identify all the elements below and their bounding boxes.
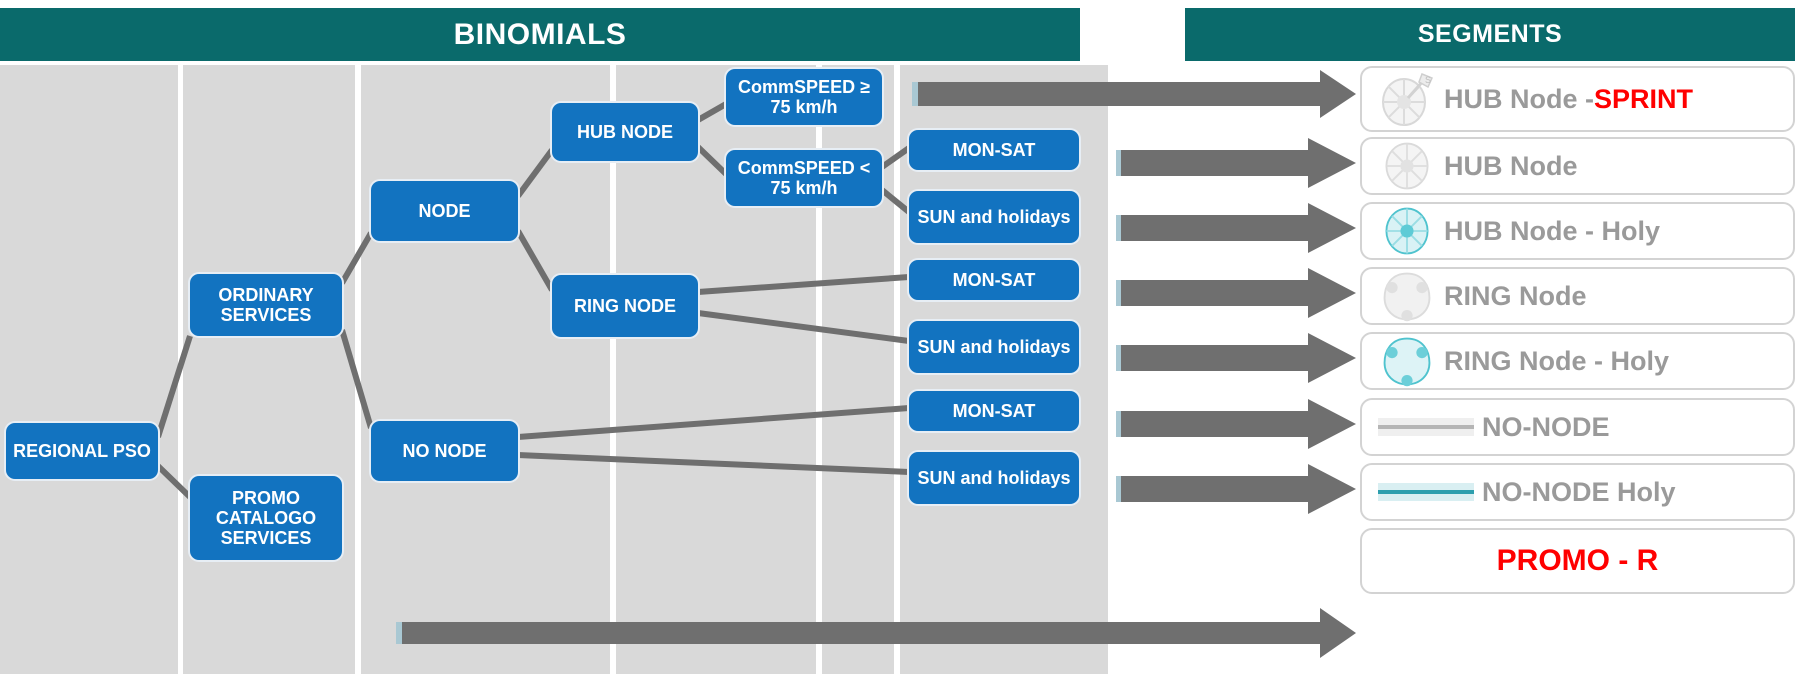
node-label: SUN and holidays [917,467,1071,488]
node-commspeed-lt-75[interactable]: CommSPEED < 75 km/h [726,150,882,206]
binomial-column-3 [361,65,610,674]
segment-hub-node-sprint[interactable]: S HUB Node -SPRINT [1360,66,1795,132]
node-label: REGIONAL PSO [13,440,151,461]
node-label: RING NODE [573,295,676,316]
node-label: MON-SAT [952,400,1036,421]
no-node-line-icon [1376,396,1476,458]
node-sun-holidays-1[interactable]: SUN and holidays [909,191,1079,243]
node-label: SUN and holidays [917,206,1071,227]
ring-node-holy-icon [1376,330,1438,392]
node-mon-sat-1[interactable]: MON-SAT [909,130,1079,170]
binomials-header-title: BINOMIALS [453,17,627,51]
segment-label: PROMO - R [1496,544,1659,577]
node-label: PROMO CATALOGO SERVICES [215,487,317,549]
binomials-header: BINOMIALS [0,8,1080,61]
node-label: NO NODE [402,440,487,461]
segment-no-node[interactable]: NO-NODE [1360,398,1795,456]
node-mon-sat-2[interactable]: MON-SAT [909,260,1079,300]
node-label: CommSPEED ≥ 75 km/h [738,76,870,117]
segment-no-node-holy[interactable]: NO-NODE Holy [1360,463,1795,521]
node-label: SUN and holidays [917,336,1071,357]
hub-node-holy-icon [1376,200,1438,262]
node-sun-holidays-2[interactable]: SUN and holidays [909,321,1079,373]
node-ordinary-services[interactable]: ORDINARY SERVICES [190,274,342,336]
segments-header: SEGMENTS [1185,8,1795,61]
node-hub-node[interactable]: HUB NODE [552,103,698,161]
node-promo-catalogo-services[interactable]: PROMO CATALOGO SERVICES [190,476,342,560]
hub-node-sprint-icon: S [1376,68,1438,130]
node-label: MON-SAT [952,139,1036,160]
segment-ring-node-holy[interactable]: RING Node - Holy [1360,332,1795,390]
segment-label: HUB Node [1444,150,1578,181]
segment-hub-node-holy[interactable]: HUB Node - Holy [1360,202,1795,260]
segment-label: NO-NODE [1482,411,1610,442]
segment-label: HUB Node -SPRINT [1444,83,1694,114]
binomial-column-1 [0,65,178,674]
segment-hub-node[interactable]: HUB Node [1360,137,1795,195]
node-label: CommSPEED < 75 km/h [737,157,871,198]
node-no-node[interactable]: NO NODE [371,421,518,481]
node-commspeed-ge-75[interactable]: CommSPEED ≥ 75 km/h [726,69,882,125]
node-label: HUB NODE [576,121,673,142]
segments-header-title: SEGMENTS [1417,20,1563,48]
segment-arrows [1116,138,1356,514]
hub-node-icon [1376,135,1438,197]
segment-promo-r[interactable]: PROMO - R [1360,528,1795,594]
node-mon-sat-3[interactable]: MON-SAT [909,391,1079,431]
svg-text:S: S [1425,75,1431,85]
segment-label: NO-NODE Holy [1482,476,1676,507]
ring-node-icon [1376,265,1438,327]
node-label: NODE [418,200,471,221]
node-label: ORDINARY SERVICES [218,284,314,325]
no-node-holy-line-icon [1376,461,1476,523]
segment-label: HUB Node - Holy [1444,215,1660,246]
segment-label: RING Node - Holy [1444,345,1670,376]
segment-ring-node[interactable]: RING Node [1360,267,1795,325]
node-sun-holidays-3[interactable]: SUN and holidays [909,452,1079,504]
segment-label: RING Node [1444,280,1587,311]
node-node[interactable]: NODE [371,181,518,241]
node-label: MON-SAT [952,269,1036,290]
binomial-column-2 [183,65,355,674]
node-ring-node[interactable]: RING NODE [552,275,698,337]
node-regional-pso[interactable]: REGIONAL PSO [6,423,158,479]
